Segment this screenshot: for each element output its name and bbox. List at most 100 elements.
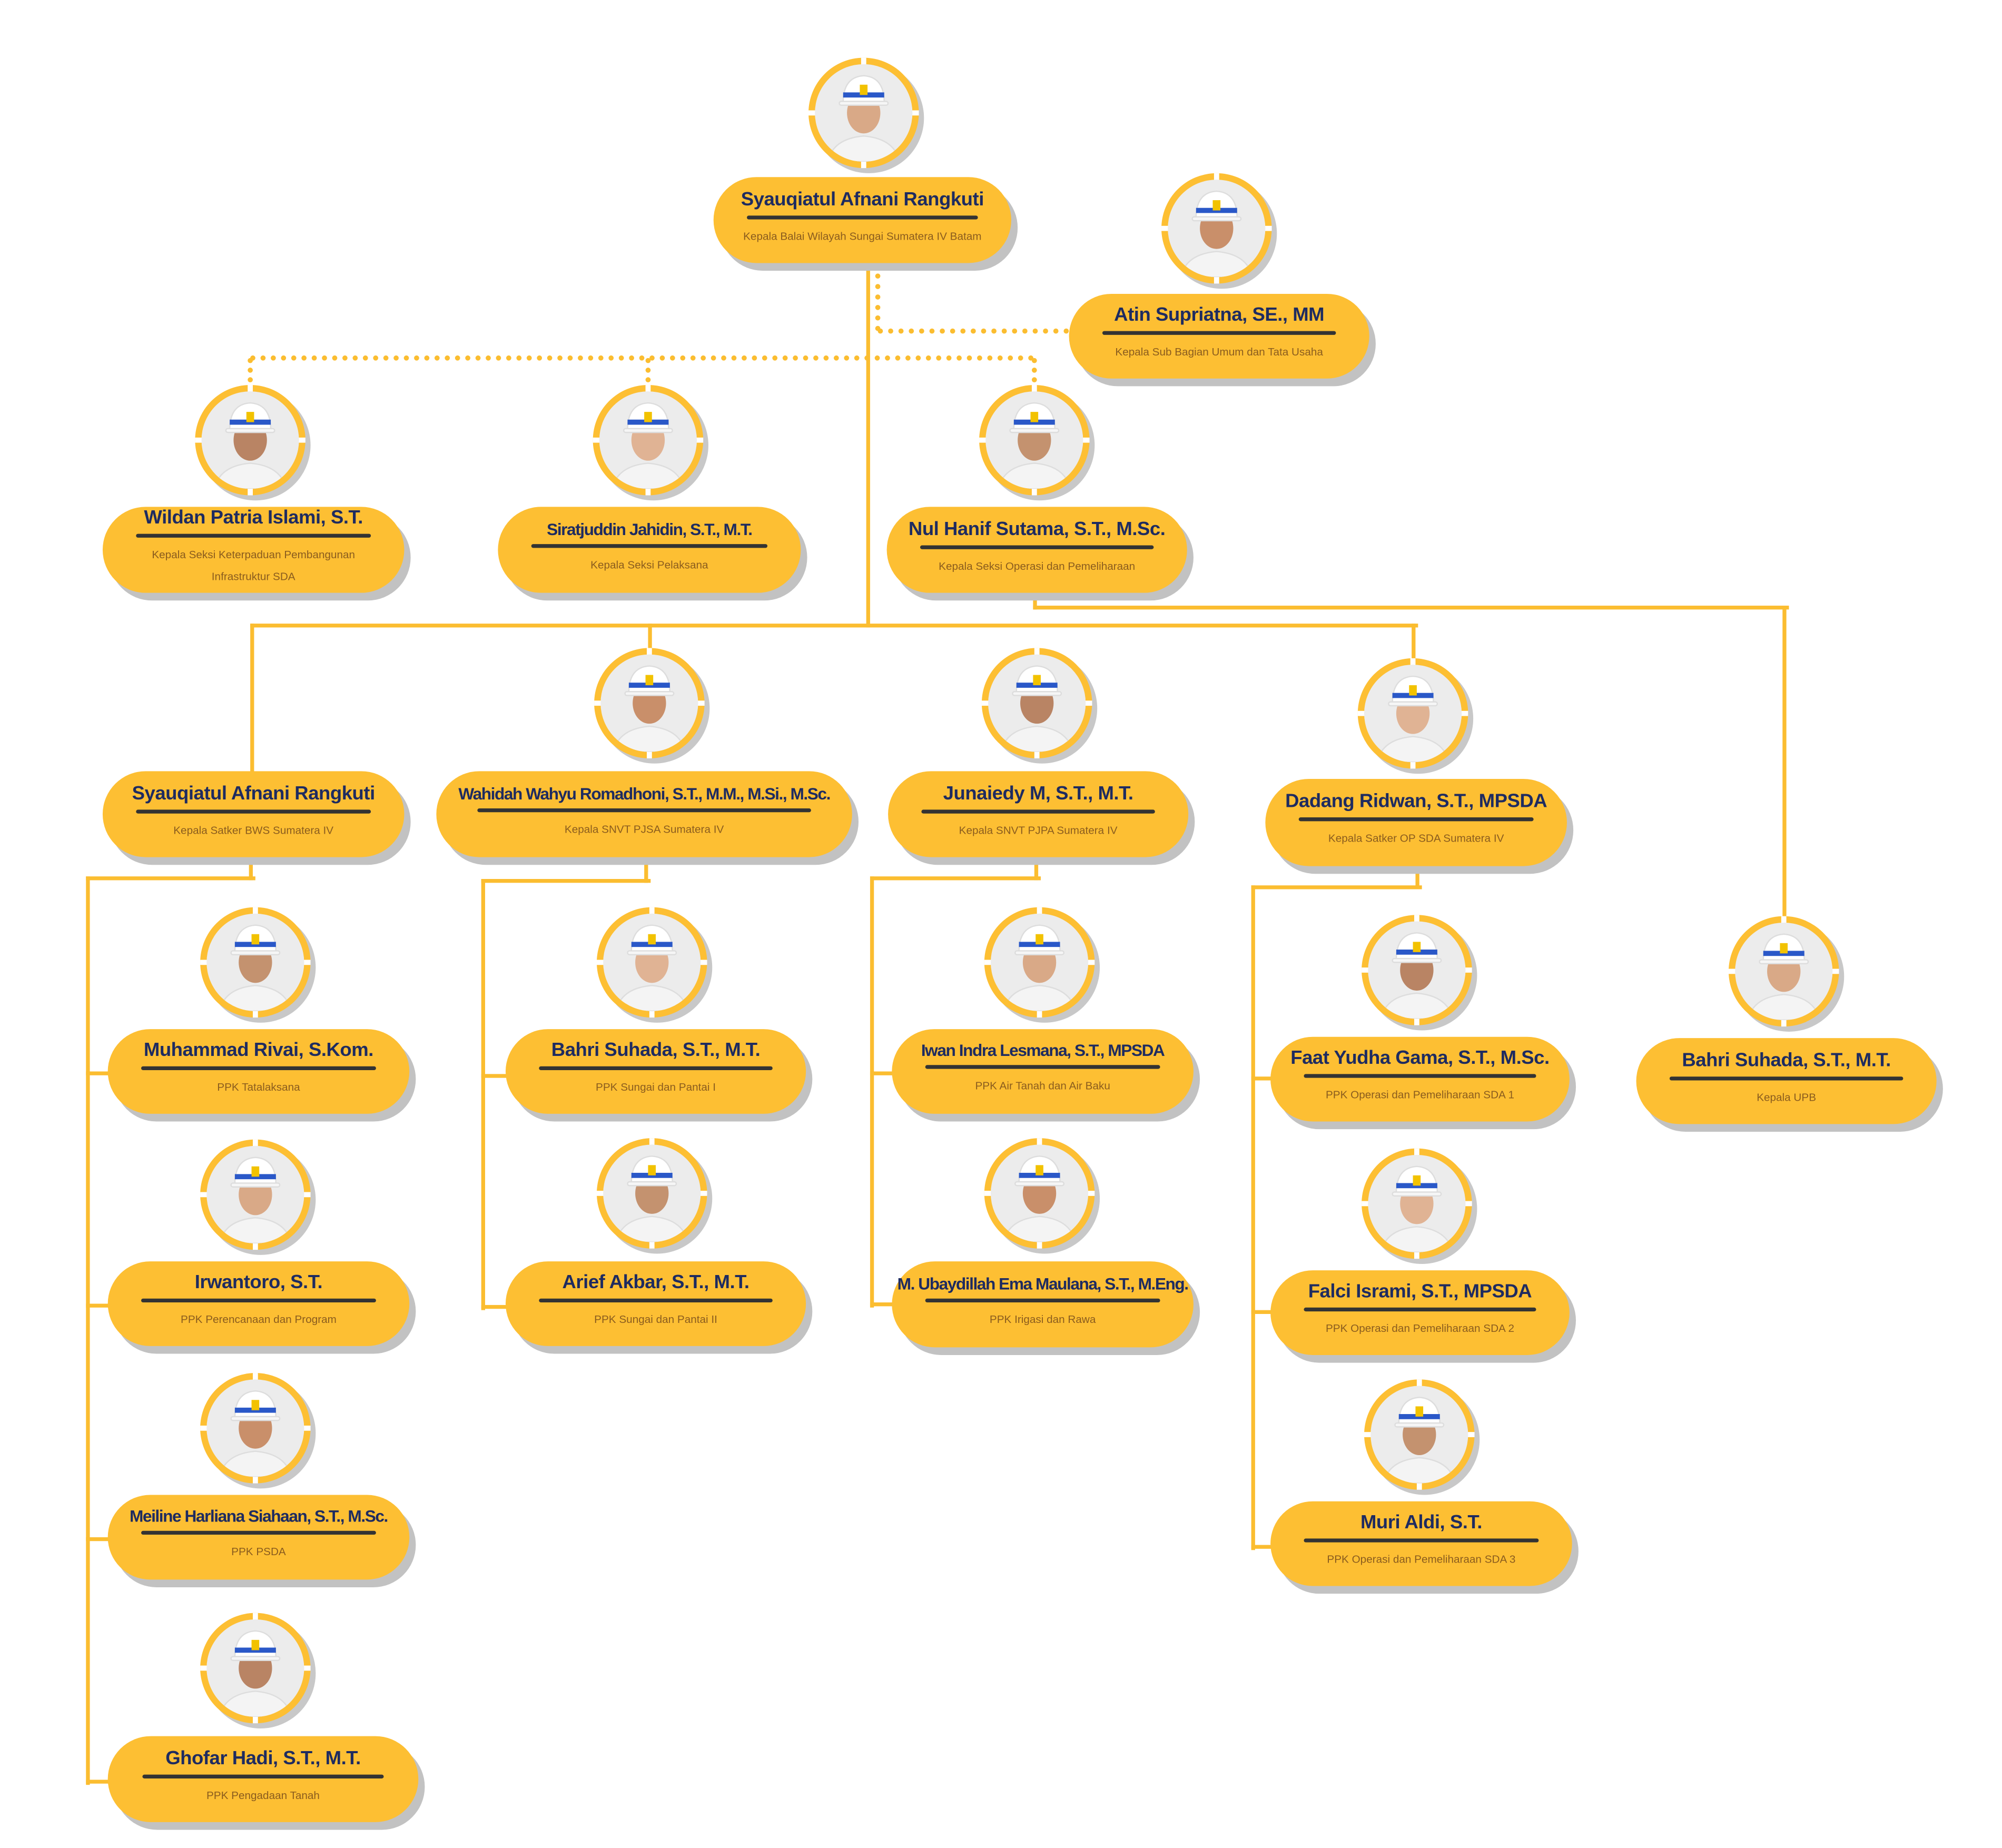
name-underline xyxy=(1304,1538,1539,1543)
person-photo xyxy=(1735,922,1833,1021)
avatar-ring-notch xyxy=(1037,1241,1042,1249)
dotted-connector xyxy=(875,263,881,331)
person-photo xyxy=(990,1144,1089,1242)
avatar-ring-notch xyxy=(1087,1191,1095,1196)
person-with-helmet-icon xyxy=(219,1630,292,1717)
org-node[interactable]: Nul Hanif Sutama, S.T., M.Sc.Kepala Seks… xyxy=(886,507,1187,593)
avatar xyxy=(593,384,704,496)
person-photo xyxy=(206,1379,304,1477)
org-node[interactable]: Faat Yudha Gama, S.T., M.Sc.PPK Operasi … xyxy=(1270,1036,1570,1122)
person-name: Syauqiatul Afnani Rangkuti xyxy=(132,782,376,804)
org-node[interactable]: Irwantoro, S.T.PPK Perencanaan dan Progr… xyxy=(107,1261,410,1346)
connector-line xyxy=(643,855,648,883)
connector-line xyxy=(85,1071,110,1075)
person-with-helmet-icon xyxy=(1380,1165,1454,1253)
connector-line xyxy=(248,855,252,880)
name-underline xyxy=(922,809,1155,813)
avatar xyxy=(1357,658,1468,769)
org-node[interactable]: Wildan Patria Islami, S.T.Kepala Seksi K… xyxy=(102,507,405,593)
org-node[interactable]: Wahidah Wahyu Romadhoni, S.T., M.M., M.S… xyxy=(436,771,852,857)
connector-line xyxy=(1032,605,1789,609)
name-underline xyxy=(1304,1074,1536,1078)
person-name: Siratjuddin Jahidin, S.T., M.T. xyxy=(547,519,753,539)
avatar-ring-notch xyxy=(200,1425,208,1431)
position-title: PPK Sungai dan Pantai II xyxy=(594,1312,717,1326)
org-node[interactable]: Junaiedy M, S.T., M.T.Kepala SNVT PJPA S… xyxy=(888,771,1189,857)
org-node[interactable]: Arief Akbar, S.T., M.T.PPK Sungai dan Pa… xyxy=(505,1261,806,1346)
person-photo xyxy=(600,654,698,752)
connector-line xyxy=(1033,855,1038,880)
avatar-ring-notch xyxy=(984,1191,992,1196)
org-node[interactable]: Muhammad Rivai, S.Kom.PPK Tatalaksana xyxy=(107,1029,410,1114)
person-with-helmet-icon xyxy=(219,1157,292,1243)
position-title: Kepala Sub Bagian Umum dan Tata Usaha xyxy=(1115,345,1323,358)
connector-line xyxy=(85,1536,110,1541)
avatar-ring-notch xyxy=(303,1665,311,1671)
person-with-helmet-icon xyxy=(998,402,1071,489)
org-node[interactable]: Siratjuddin Jahidin, S.T., M.T. Kepala Se… xyxy=(498,507,801,593)
avatar-ring-notch xyxy=(1357,710,1366,716)
org-node[interactable]: Bahri Suhada, S.T., M.T.PPK Sungai dan P… xyxy=(505,1029,806,1114)
avatar-ring-notch xyxy=(695,437,704,443)
avatar-ring-notch xyxy=(596,960,605,965)
person-name: Bahri Suhada, S.T., M.T. xyxy=(551,1039,761,1061)
avatar xyxy=(200,1373,311,1484)
connector-line xyxy=(85,875,255,880)
avatar xyxy=(984,1138,1095,1249)
avatar-ring-notch xyxy=(861,160,866,169)
name-underline xyxy=(136,809,371,813)
org-node[interactable]: M. Ubaydillah Ema Maulana, S.T., M.Eng.P… xyxy=(892,1261,1194,1348)
org-node[interactable]: Bahri Suhada, S.T., M.T.Kepala UPB xyxy=(1636,1038,1937,1124)
avatar xyxy=(195,384,305,496)
person-photo xyxy=(1168,180,1266,278)
person-photo xyxy=(1368,921,1466,1019)
avatar-ring-notch xyxy=(1031,384,1037,393)
dotted-connector xyxy=(248,358,253,383)
avatar-ring-notch xyxy=(1464,967,1472,973)
avatar-ring-notch xyxy=(861,57,866,66)
avatar-ring-notch xyxy=(593,437,601,443)
avatar-ring-notch xyxy=(303,1425,311,1431)
connector-line xyxy=(85,1303,110,1307)
dotted-connector xyxy=(1031,358,1037,383)
org-node[interactable]: Muri Aldi, S.T.PPK Operasi dan Pemelihar… xyxy=(1270,1501,1572,1586)
position-title: PPK Operasi dan Pemeliharaan SDA 1 xyxy=(1325,1088,1514,1101)
person-photo xyxy=(599,391,697,489)
avatar-ring-notch xyxy=(1161,225,1169,231)
connector-line xyxy=(869,1301,894,1306)
connector-line xyxy=(869,1071,894,1075)
connector-line xyxy=(1782,605,1786,920)
position-title: Kepala Satker BWS Sumatera IV xyxy=(173,823,334,836)
name-underline xyxy=(1299,817,1533,822)
avatar-ring-notch xyxy=(1362,1201,1369,1207)
avatar-ring-notch xyxy=(252,1139,258,1148)
name-underline xyxy=(531,543,767,548)
avatar-ring-notch xyxy=(1037,1010,1042,1018)
position-title: PPK Irigasi dan Rawa xyxy=(989,1312,1096,1325)
avatar xyxy=(1728,916,1839,1027)
connector-line xyxy=(1250,884,1255,1550)
person-photo xyxy=(988,654,1086,752)
position-title: Kepala Seksi Pelaksana xyxy=(590,557,708,571)
avatar-ring-notch xyxy=(979,437,987,443)
connector-line xyxy=(869,875,1040,880)
pu-logo-icon xyxy=(648,934,656,945)
avatar-ring-notch xyxy=(195,437,203,443)
connector-line xyxy=(647,622,652,650)
connector-line xyxy=(85,1779,110,1783)
avatar-ring-notch xyxy=(1416,1379,1422,1387)
person-photo xyxy=(815,64,913,162)
org-node[interactable]: Meiline Harliana Siahaan, S.T., M.Sc.PPK… xyxy=(107,1495,410,1580)
avatar-ring-notch xyxy=(699,960,707,965)
org-node[interactable]: Ghofar Hadi, S.T., M.T.PPK Pengadaan Tan… xyxy=(107,1736,419,1822)
avatar xyxy=(596,907,707,1018)
name-underline xyxy=(747,215,978,219)
avatar-ring-notch xyxy=(697,700,705,706)
person-photo xyxy=(1370,1386,1468,1484)
